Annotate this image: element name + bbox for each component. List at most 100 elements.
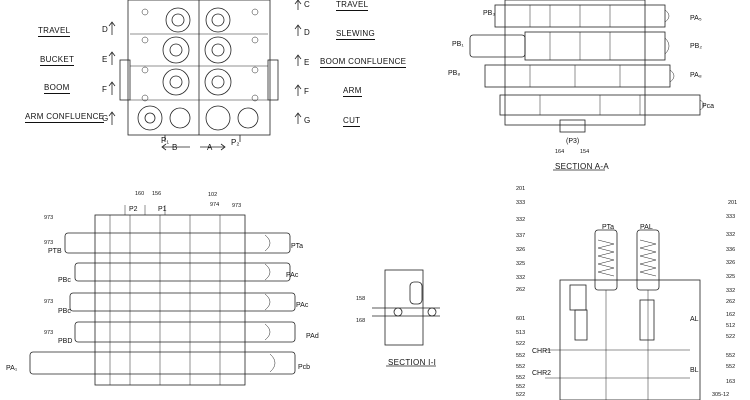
aa-num-154: 154	[580, 149, 590, 155]
cc-right-num: 512	[726, 323, 736, 329]
cc-right-num: 552	[726, 353, 736, 359]
cc-left-num: 552	[516, 364, 526, 370]
label-travel-left: TRAVEL	[38, 26, 71, 37]
marker-p1: P₁	[161, 136, 170, 145]
label-boom-confluence: BOOM CONFLUENCE	[320, 57, 407, 68]
section-cc-drawing	[545, 229, 701, 400]
cc-left-num: 513	[516, 330, 526, 336]
section-bb-drawing	[29, 205, 296, 386]
bb-num-973-b: 973	[44, 240, 54, 246]
cc-right-num: 336	[726, 247, 736, 253]
bb-num-156: 156	[152, 191, 162, 197]
aa-num-164: 164	[555, 149, 565, 155]
aa-port-pa-top: PA₅	[690, 15, 702, 22]
label-slewing: SLEWING	[336, 29, 375, 40]
cc-left-num: 332	[516, 217, 526, 223]
cc-right-num: 163	[726, 379, 736, 385]
bb-port-p1: P1	[158, 206, 167, 213]
aa-port-p3: (P3)	[566, 138, 580, 145]
bb-port-pa1: PA₁	[6, 365, 18, 372]
marker-a: A	[207, 143, 213, 152]
section-aa-drawing	[469, 0, 705, 171]
bb-port-ptb: PTB	[48, 248, 62, 255]
cc-port-bl: BL	[690, 367, 699, 374]
ii-num-168: 168	[356, 318, 366, 324]
aa-port-pa-low: PA₈	[690, 72, 702, 79]
section-aa-title: SECTION A-A	[555, 162, 609, 171]
label-bucket: BUCKET	[40, 55, 75, 66]
cc-right-num: 325	[726, 274, 736, 280]
cc-port-pta: PTa	[602, 224, 615, 231]
aa-port-pca: Pca	[702, 103, 715, 110]
cc-right-num: 262	[726, 299, 736, 305]
letter-d-left: D	[102, 25, 108, 34]
bb-num-973-d: 973	[44, 330, 54, 336]
cc-left-num: 326	[516, 247, 526, 253]
bb-num-973-a: 973	[44, 215, 54, 221]
cc-right-num: 332	[726, 288, 736, 294]
label-cut: CUT	[343, 116, 361, 127]
cc-left-num: 552	[516, 353, 526, 359]
cc-left-num: 262	[516, 287, 526, 293]
letter-g-left: G	[102, 114, 109, 123]
bb-num-160: 160	[135, 191, 145, 197]
bb-port-p2: P2	[129, 206, 138, 213]
letter-e-left: E	[102, 55, 108, 64]
cc-port-al: AL	[690, 316, 699, 323]
letter-f-left: F	[102, 85, 107, 94]
cc-left-num: 552	[516, 375, 526, 381]
marker-p2: P₂	[231, 138, 240, 147]
bb-num-973-top: 973	[232, 203, 242, 209]
section-ii-drawing	[372, 269, 440, 367]
cc-left-num: 522	[516, 341, 526, 347]
cc-port-chr1: CHR1	[532, 348, 552, 355]
section-ii-title: SECTION I-I	[388, 358, 437, 367]
letter-g-right: G	[304, 116, 311, 125]
cc-left-num: 552	[516, 384, 526, 390]
bb-port-pac: PAc	[286, 272, 299, 279]
label-arm: ARM	[343, 86, 362, 97]
bb-num-102: 102	[208, 192, 218, 198]
bb-num-973-c: 973	[44, 299, 54, 305]
aa-port-pb-low: PB₈	[448, 70, 461, 77]
cc-right-num: 305-12	[712, 392, 730, 398]
cc-left-num: 522	[516, 392, 526, 398]
valve-front-view	[108, 0, 302, 151]
cc-left-num: 601	[516, 316, 526, 322]
cc-port-pal: PAL	[640, 224, 653, 231]
cc-right-num: 332	[726, 232, 736, 238]
aa-port-pb-mid: PB₁	[452, 41, 464, 48]
letter-d-right: D	[304, 28, 310, 37]
cc-right-num: 552	[726, 364, 736, 370]
bb-port-pta: PTa	[291, 243, 304, 250]
cc-right-num: 162	[726, 312, 736, 318]
bb-port-pbc: PBc	[58, 277, 71, 284]
label-travel-right: TRAVEL	[336, 0, 369, 11]
cc-right-num: 201	[728, 200, 738, 206]
bb-num-974: 974	[210, 202, 220, 208]
label-boom: BOOM	[44, 83, 70, 94]
letter-e-right: E	[304, 58, 310, 67]
bb-port-pa-c: PAc	[296, 302, 309, 309]
bb-port-pad: PAd	[306, 333, 319, 340]
marker-b: B	[172, 143, 178, 152]
cc-left-num: 333	[516, 200, 526, 206]
cc-right-num: 522	[726, 334, 736, 340]
cc-right-num: 326	[726, 260, 736, 266]
label-arm-confluence: ARM CONFLUENCE	[25, 112, 105, 123]
letter-c-right: C	[304, 0, 310, 9]
ii-num-158: 158	[356, 296, 366, 302]
bb-port-pbd: PBD	[58, 338, 73, 345]
bb-port-pcb: Pcb	[298, 364, 311, 371]
cc-left-num: 337	[516, 233, 526, 239]
aa-port-pb-top: PB₃	[483, 10, 496, 17]
cc-port-chr2: CHR2	[532, 370, 552, 377]
cc-left-num: 332	[516, 275, 526, 281]
cc-left-num: 325	[516, 261, 526, 267]
bb-port-pbc2: PBc	[58, 308, 71, 315]
cc-left-num: 201	[516, 186, 526, 192]
aa-port-pa-mid: PB₂	[690, 43, 703, 50]
letter-f-right: F	[304, 87, 309, 96]
cc-right-num: 333	[726, 214, 736, 220]
